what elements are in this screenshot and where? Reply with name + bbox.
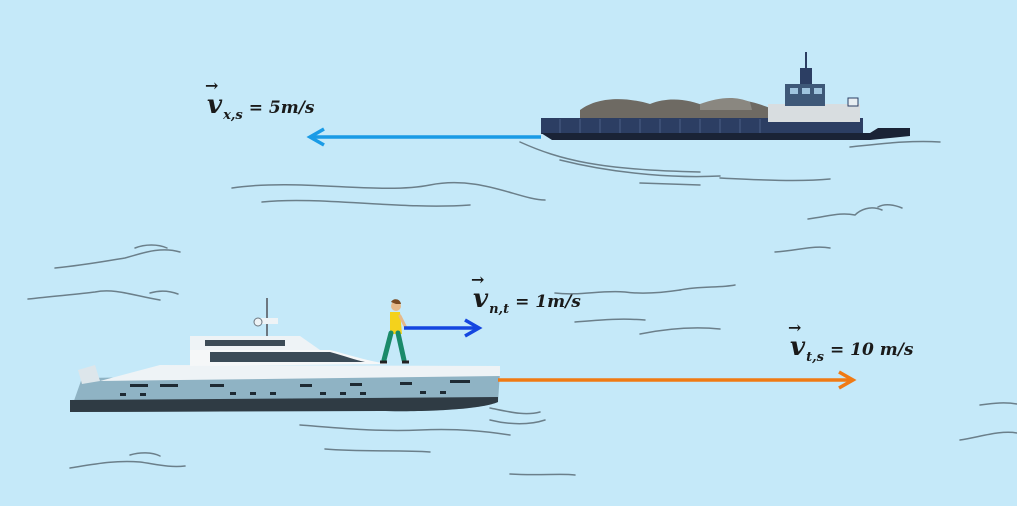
velocity-value: = 10 m/s <box>829 340 914 360</box>
yacht-icon <box>70 298 500 412</box>
velocity-value: = 5m/s <box>248 98 315 118</box>
velocity-arrow-yacht <box>498 370 857 390</box>
vector-symbol: v <box>790 332 806 362</box>
barge-icon <box>541 52 910 140</box>
vector-symbol: v <box>207 90 223 120</box>
walking-person-icon <box>380 299 409 364</box>
velocity-arrow-barge <box>306 127 541 147</box>
yacht-velocity-label: →vt,s = 10 m/s <box>788 318 914 365</box>
vector-subscript: x,s <box>223 108 243 123</box>
velocity-arrow-walker <box>404 318 483 338</box>
vector-subscript: n,t <box>489 302 510 317</box>
vector-arrow-icon: → <box>205 76 219 95</box>
water-waves <box>27 140 1017 476</box>
vector-symbol: v <box>473 284 489 314</box>
walker-velocity-label: →vn,t = 1m/s <box>471 270 581 317</box>
vector-subscript: t,s <box>806 350 824 365</box>
barge-velocity-label: →vx,s = 5m/s <box>205 76 315 123</box>
vector-arrow-icon: → <box>788 318 802 337</box>
velocity-value: = 1m/s <box>515 292 581 312</box>
vector-arrow-icon: → <box>471 270 485 289</box>
